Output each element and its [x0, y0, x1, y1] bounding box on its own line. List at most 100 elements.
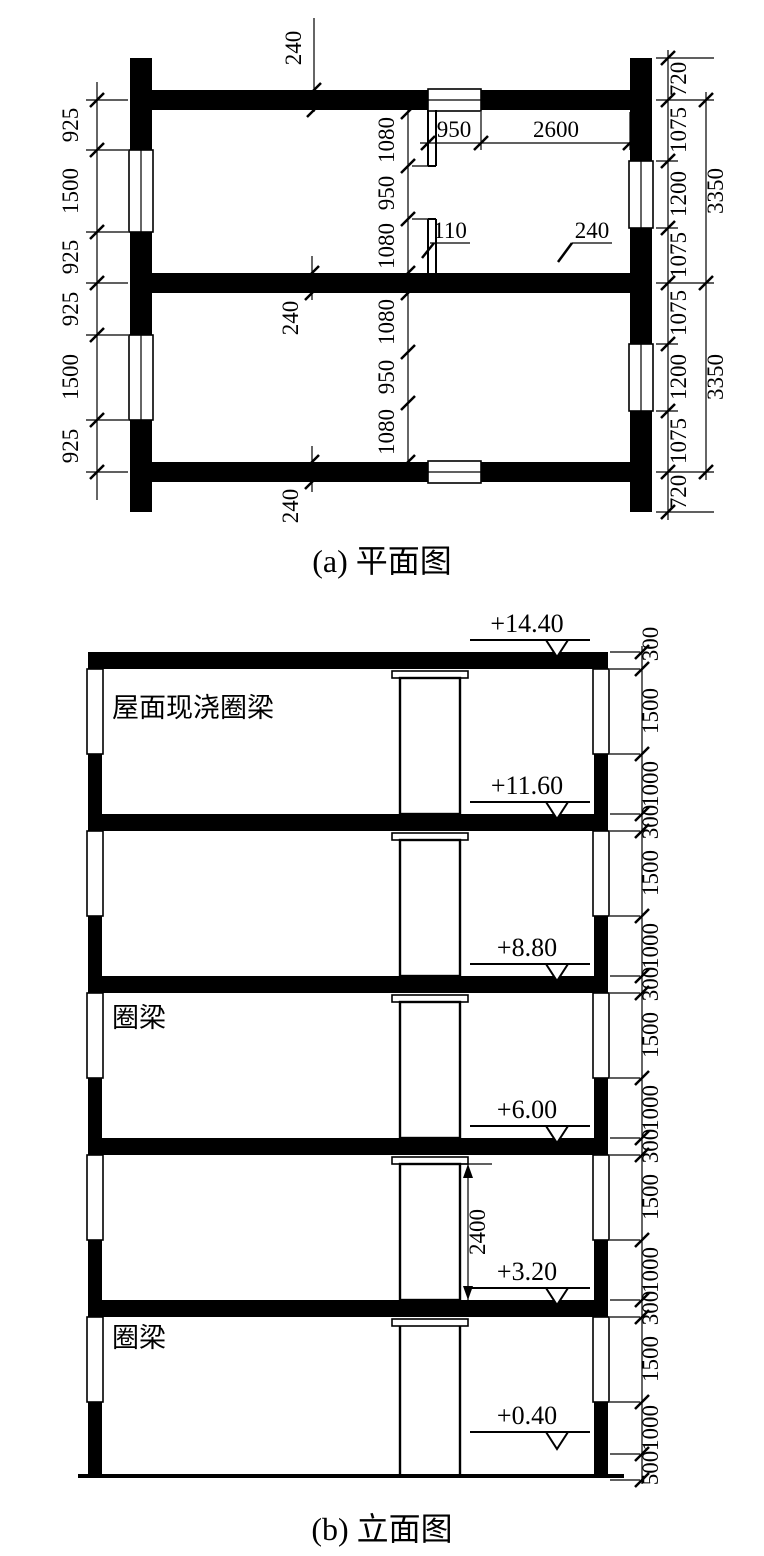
dim-text: 1075: [666, 290, 691, 336]
leader-tick: [421, 242, 435, 259]
dim-ticks: [400, 285, 416, 470]
dim-text: 950: [374, 176, 399, 211]
dim-text: 1075: [666, 418, 691, 464]
dim-text: 240: [278, 301, 303, 336]
elev-floor2-slab: [88, 1138, 608, 1155]
dim-ticks: [304, 454, 320, 490]
dim-text: 1080: [374, 409, 399, 455]
level-triangle-icon: [544, 1125, 570, 1145]
level-text: +6.00: [497, 1095, 557, 1124]
elev-door-5: [398, 676, 462, 816]
dim-text: 1000: [638, 923, 663, 969]
dim-text: 1500: [638, 1174, 663, 1220]
roof-ring-beam-label: 屋面现浇圈梁: [112, 693, 274, 723]
plan-right-inner-dim-chain: 720 1075 1200 1075 1075 1200 1075 720: [656, 50, 714, 520]
dim-text: 925: [58, 429, 83, 464]
level-text: +3.20: [497, 1257, 557, 1286]
elev-door-4: [398, 838, 462, 978]
plan-wall-middle: [130, 273, 652, 293]
level-text: +0.40: [497, 1401, 557, 1430]
dim-text: 925: [58, 108, 83, 143]
ring-beam-label-lower: 圈梁: [112, 1323, 166, 1353]
plan-lower-room-dim-chain: 1080 950 1080: [374, 285, 416, 470]
level-marker-3-20: +3.20: [470, 1257, 590, 1307]
level-marker-8-80: +8.80: [470, 933, 590, 983]
dim-ticks: [660, 50, 676, 520]
level-marker-14-40: +14.40: [470, 609, 590, 659]
elev-window-right-4: [592, 830, 610, 917]
level-triangle-icon: [544, 963, 570, 983]
elev-window-left-3: [86, 992, 104, 1079]
elev-window-right-3: [592, 992, 610, 1079]
dim-text: 1075: [666, 232, 691, 278]
dim-text: 1200: [666, 171, 691, 217]
plan-top-dim: 950 2600: [420, 112, 638, 151]
plan-wall-bottom: [130, 462, 652, 482]
dim-text: 1080: [374, 299, 399, 345]
arrow-down-icon: [463, 1286, 473, 1300]
elev-door-1: [398, 1326, 462, 1476]
elev-roof-slab: [88, 652, 608, 669]
dim-text: 500: [638, 1451, 663, 1486]
level-triangle-icon: [544, 1287, 570, 1307]
elev-right-dim-chain: 300 1500 1000 300 1500 1000 300 1500 100…: [610, 627, 663, 1488]
dim-text: 3350: [703, 168, 728, 214]
dim-ticks: [306, 82, 322, 118]
dim-text: 1080: [374, 223, 399, 269]
level-triangle-icon: [544, 639, 570, 659]
dim-text: 950: [437, 117, 472, 142]
plan-bottom-wall-thickness: 240: [278, 446, 320, 524]
dim-text: 1075: [666, 107, 691, 153]
elevation-view: 屋面现浇圈梁 圈梁 圈梁 +14.40 +11.60 +8.80 +6.00 +…: [78, 609, 663, 1488]
elevation-caption: (b) 立面图: [311, 1511, 452, 1547]
dim-text: 1080: [374, 117, 399, 163]
dim-text: 1000: [638, 1247, 663, 1293]
plan-wall-top: [130, 90, 652, 110]
dim-text: 1500: [638, 1336, 663, 1382]
plan-partition-thickness-label: 110: [421, 218, 470, 259]
dim-text: 240: [278, 489, 303, 524]
plan-caption: (a) 平面图: [312, 543, 452, 579]
elev-lintel-1: [391, 1318, 469, 1327]
level-marker-11-60: +11.60: [470, 771, 590, 821]
dim-text: 720: [666, 62, 691, 97]
dim-text: 2600: [533, 117, 579, 142]
dim-text: 950: [374, 360, 399, 395]
elev-door-height-dim: 2400: [448, 1163, 492, 1300]
dim-ticks: [420, 135, 638, 151]
elev-window-right-5: [592, 668, 610, 755]
dim-text: 1500: [58, 168, 83, 214]
leader-tick: [556, 242, 574, 263]
dim-text: 1500: [638, 850, 663, 896]
dim-text: 300: [638, 805, 663, 840]
dim-text: 1500: [58, 354, 83, 400]
elev-floor3-slab: [88, 976, 608, 993]
plan-right-outer-dim-chain: 3350 3350: [698, 92, 728, 480]
level-marker-0-40: +0.40: [470, 1401, 590, 1451]
level-marker-6-00: +6.00: [470, 1095, 590, 1145]
dim-text: 1000: [638, 1085, 663, 1131]
dim-text: 925: [58, 292, 83, 327]
dim-text: 1000: [638, 1405, 663, 1451]
dim-ticks: [304, 265, 320, 301]
elev-window-left-2: [86, 1154, 104, 1241]
dim-text: 300: [638, 1129, 663, 1164]
dim-text: 3350: [703, 354, 728, 400]
level-triangle-icon: [544, 1431, 570, 1451]
arrow-up-icon: [463, 1164, 473, 1178]
dim-ticks: [698, 92, 714, 480]
dim-text: 925: [58, 240, 83, 275]
extension-lines: [610, 651, 640, 1481]
dim-text: 240: [575, 218, 610, 243]
dim-text: 720: [666, 475, 691, 510]
level-text: +11.60: [491, 771, 563, 800]
extension-lines: [86, 99, 128, 473]
plan-view: 925 1500 925 925 1500 925 720 1075 1200 …: [58, 18, 728, 523]
plan-top-wall-thickness: 240: [281, 18, 322, 118]
dim-text: 110: [433, 218, 467, 243]
dim-ticks: [89, 92, 105, 480]
dim-text: 300: [638, 627, 663, 662]
dim-text: 2400: [465, 1209, 490, 1255]
